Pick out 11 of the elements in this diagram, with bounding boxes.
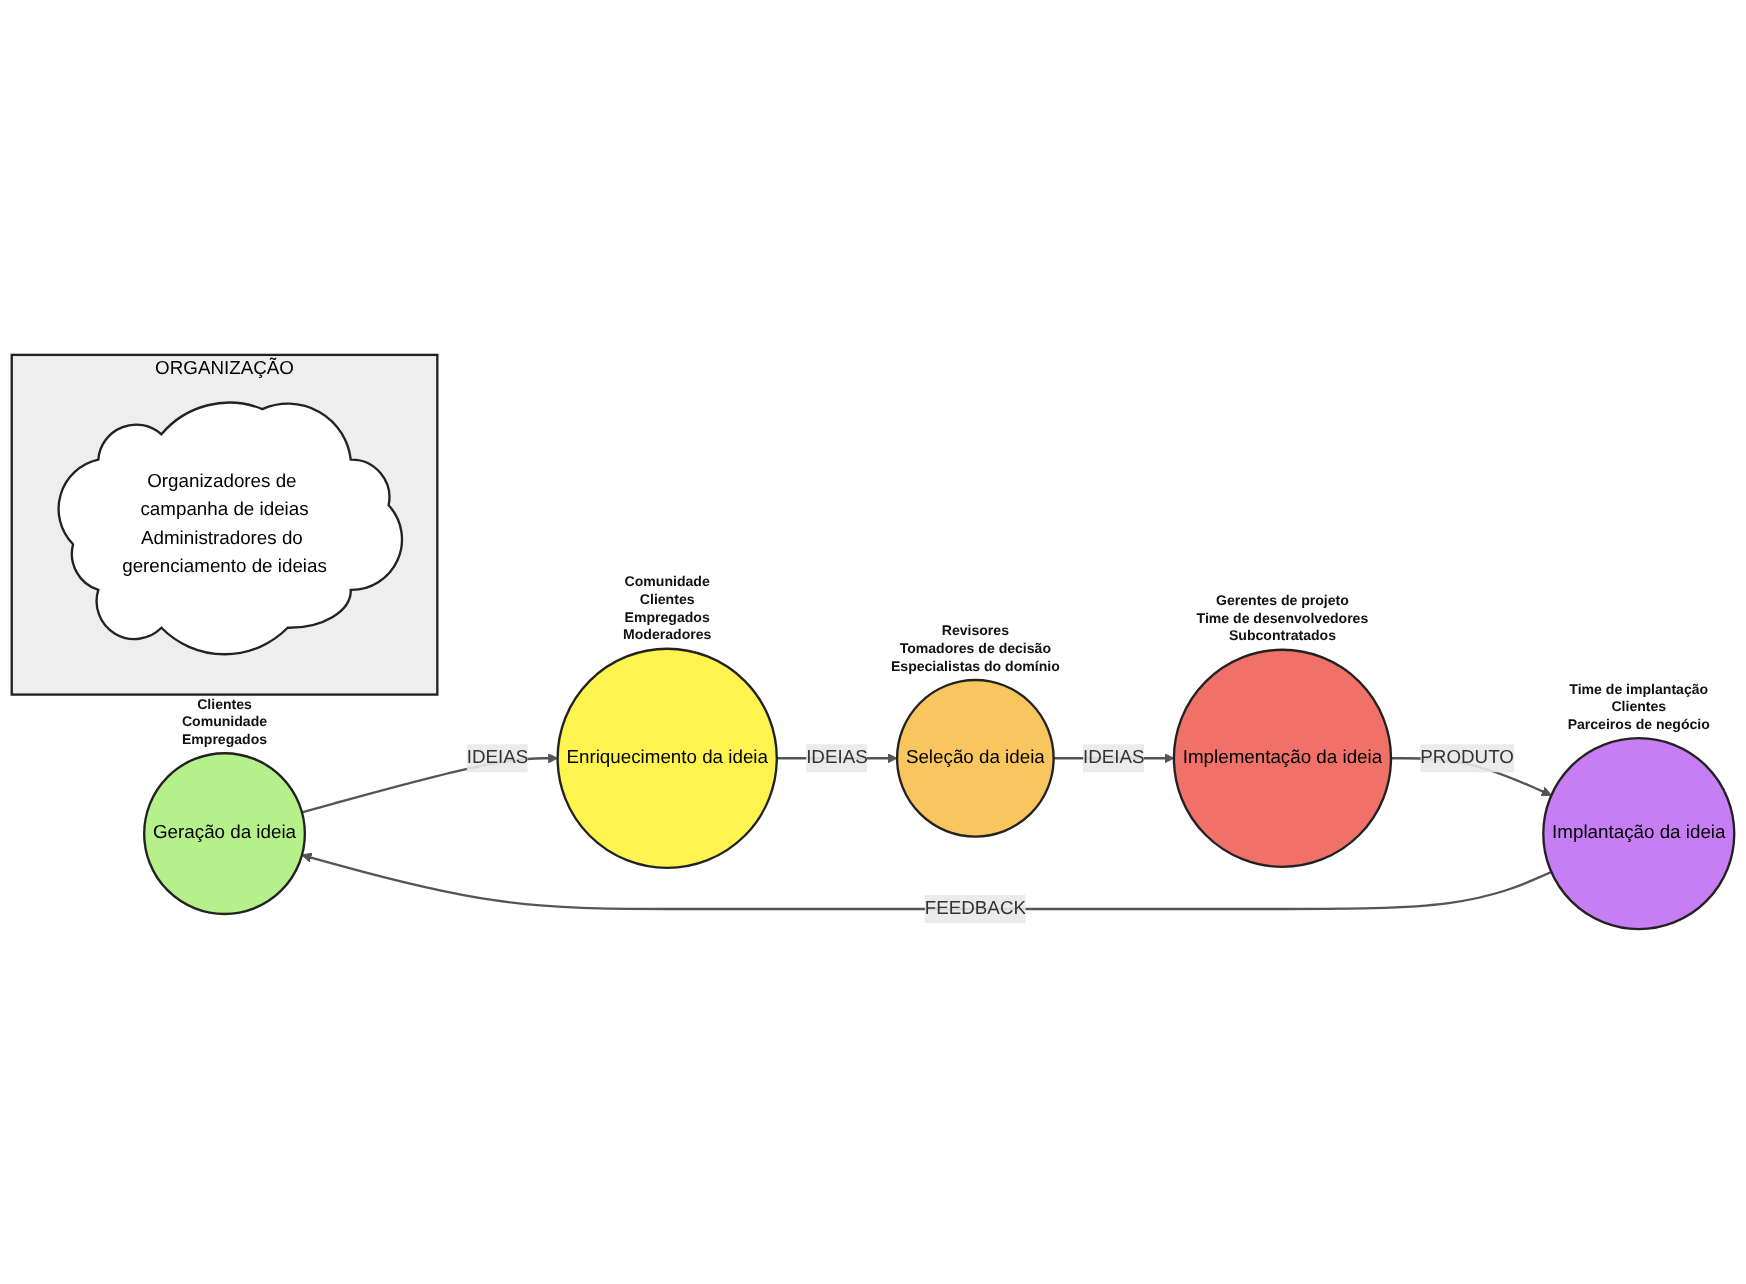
node-circle: Implementação da ideia: [1172, 648, 1393, 868]
edge-label: PRODUTO: [1420, 747, 1514, 768]
edge-label: FEEDBACK: [924, 898, 1026, 919]
edge-label: IDEIAS: [1082, 747, 1145, 768]
edge-label: IDEIAS: [806, 747, 868, 768]
arrow: [301, 852, 1552, 911]
node-circle: Seleção da ideia: [895, 678, 1055, 838]
node-circle: Geração da ideia: [143, 752, 307, 916]
edge-label: IDEIAS: [466, 747, 529, 768]
node-circle: Enriquecimento da ideia: [556, 647, 778, 870]
node-circle: Implantação da ideia: [1542, 736, 1736, 931]
